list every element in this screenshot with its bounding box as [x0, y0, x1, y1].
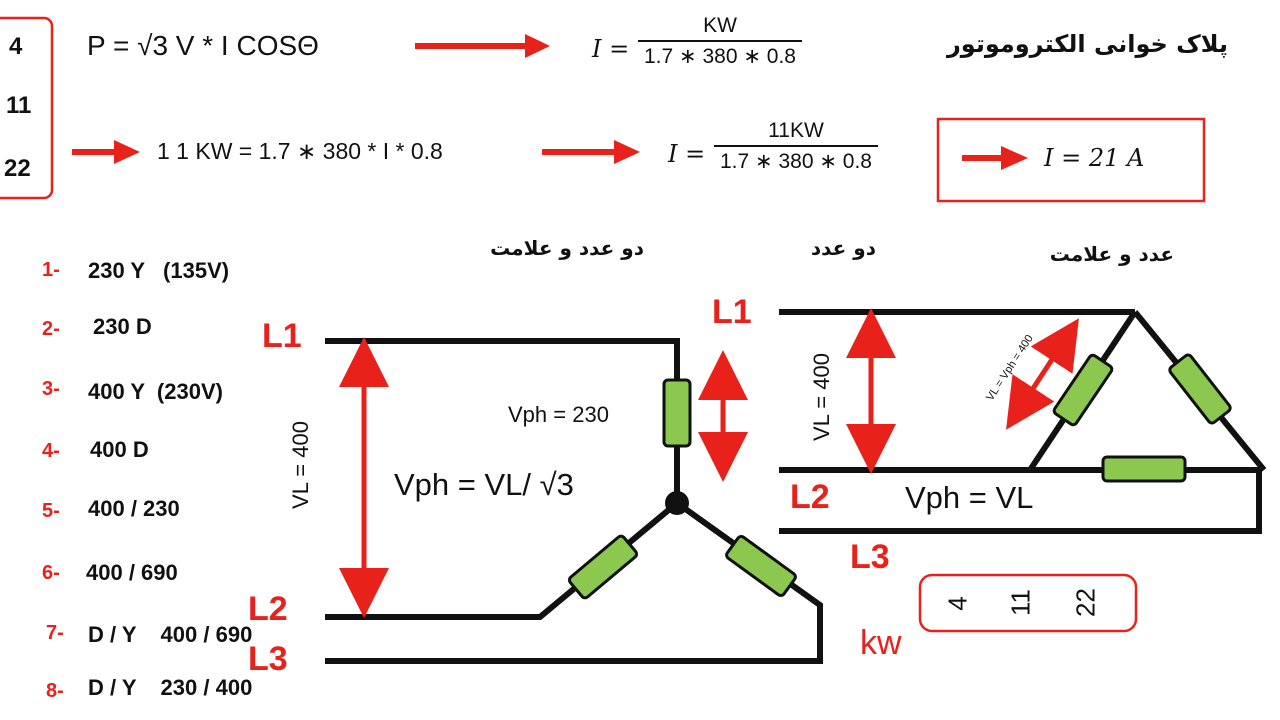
kw-frame: [918, 573, 1138, 633]
delta-resistor-left: [1052, 353, 1114, 427]
sidebox-item: 4: [9, 33, 23, 60]
formula-arrow-3: [542, 140, 640, 164]
sidebox-item: 22: [4, 155, 31, 182]
list-item-number: 7-: [46, 622, 64, 644]
delta-vph-formula: Vph = VL: [905, 480, 1034, 515]
page-title: پلاک خوانی الکتروموتور: [946, 30, 1228, 58]
star-resistor-left: [567, 534, 639, 600]
list-item-text: 400 D: [90, 437, 149, 462]
star-l3-label: L3: [248, 640, 288, 678]
list-item-text: 230 Y (135V): [88, 258, 230, 283]
list-item-text: 400 / 690: [86, 560, 178, 585]
list-item-number: 8-: [46, 680, 64, 702]
delta-l1-label: L1: [712, 293, 752, 331]
formula-arrow-2: [72, 140, 140, 164]
list-item-number: 6-: [42, 562, 60, 584]
star-l1-label: L1: [262, 317, 302, 355]
formula-arrow-1: [415, 34, 550, 58]
fraction-numerator: 11KW: [768, 119, 824, 142]
star-vph-value: Vph = 230: [508, 402, 609, 427]
list-item-number: 2-: [42, 318, 60, 340]
list-item-number: 1-: [42, 259, 60, 281]
list-item-number: 3-: [42, 378, 60, 400]
list-item-text: 400 Y (230V): [88, 379, 223, 404]
current-result: I = 21 A: [1044, 144, 1145, 172]
list-item-number: 4-: [42, 440, 60, 462]
fraction-denominator: 1.7 ∗ 380 ∗ 0.8: [638, 40, 802, 69]
delta-resistor-bottom: [1101, 455, 1187, 483]
list-item-text: D / Y 400 / 690: [88, 622, 253, 647]
delta-vl-label: VL = 400: [809, 353, 834, 441]
header-number-and-sign: عدد و علامت: [1049, 242, 1174, 266]
list-item-text: D / Y 230 / 400: [88, 675, 253, 700]
current-fraction-2: 11KW 1.7 ∗ 380 ∗ 0.8: [714, 119, 878, 174]
formula-arrow-4: [962, 146, 1028, 170]
star-resistor-top: [662, 378, 692, 448]
result-frame: [936, 117, 1206, 203]
kw-value: 22: [1070, 588, 1101, 617]
delta-resistor-right: [1168, 353, 1232, 425]
star-vph-formula: Vph = VL/ √3: [394, 467, 574, 502]
list-item-text: 230 D: [93, 314, 152, 339]
delta-l2-label: L2: [790, 478, 830, 516]
header-two-numbers-and-sign: دو عدد و علامت: [490, 236, 644, 260]
power-equation: 1 1 KW = 1.7 ∗ 380 * I * 0.8: [157, 138, 443, 164]
kw-unit-label: kw: [860, 624, 902, 662]
fraction-numerator: KW: [703, 14, 737, 37]
current-label: I =: [592, 35, 630, 63]
kw-value: 11: [1005, 589, 1036, 616]
star-l2-label: L2: [248, 590, 288, 628]
current-fraction: KW 1.7 ∗ 380 ∗ 0.8: [638, 14, 802, 69]
list-item-number: 5-: [42, 500, 60, 522]
delta-vph-arrow: [1006, 318, 1079, 430]
star-neutral-node: [665, 491, 689, 515]
sidebox-item: 11: [6, 92, 32, 119]
power-formula: P = √3 V * I COSΘ: [87, 30, 319, 61]
delta-l3-label: L3: [850, 538, 890, 576]
sidebox-frame: [0, 16, 54, 200]
kw-value: 4: [942, 596, 973, 611]
fraction-denominator: 1.7 ∗ 380 ∗ 0.8: [714, 145, 878, 174]
list-item-text: 400 / 230: [88, 496, 180, 521]
current-label-2: I =: [668, 140, 706, 168]
star-vl-label: VL = 400: [288, 421, 313, 509]
star-resistor-right: [725, 534, 797, 598]
header-two-numbers: دو عدد: [810, 236, 876, 260]
